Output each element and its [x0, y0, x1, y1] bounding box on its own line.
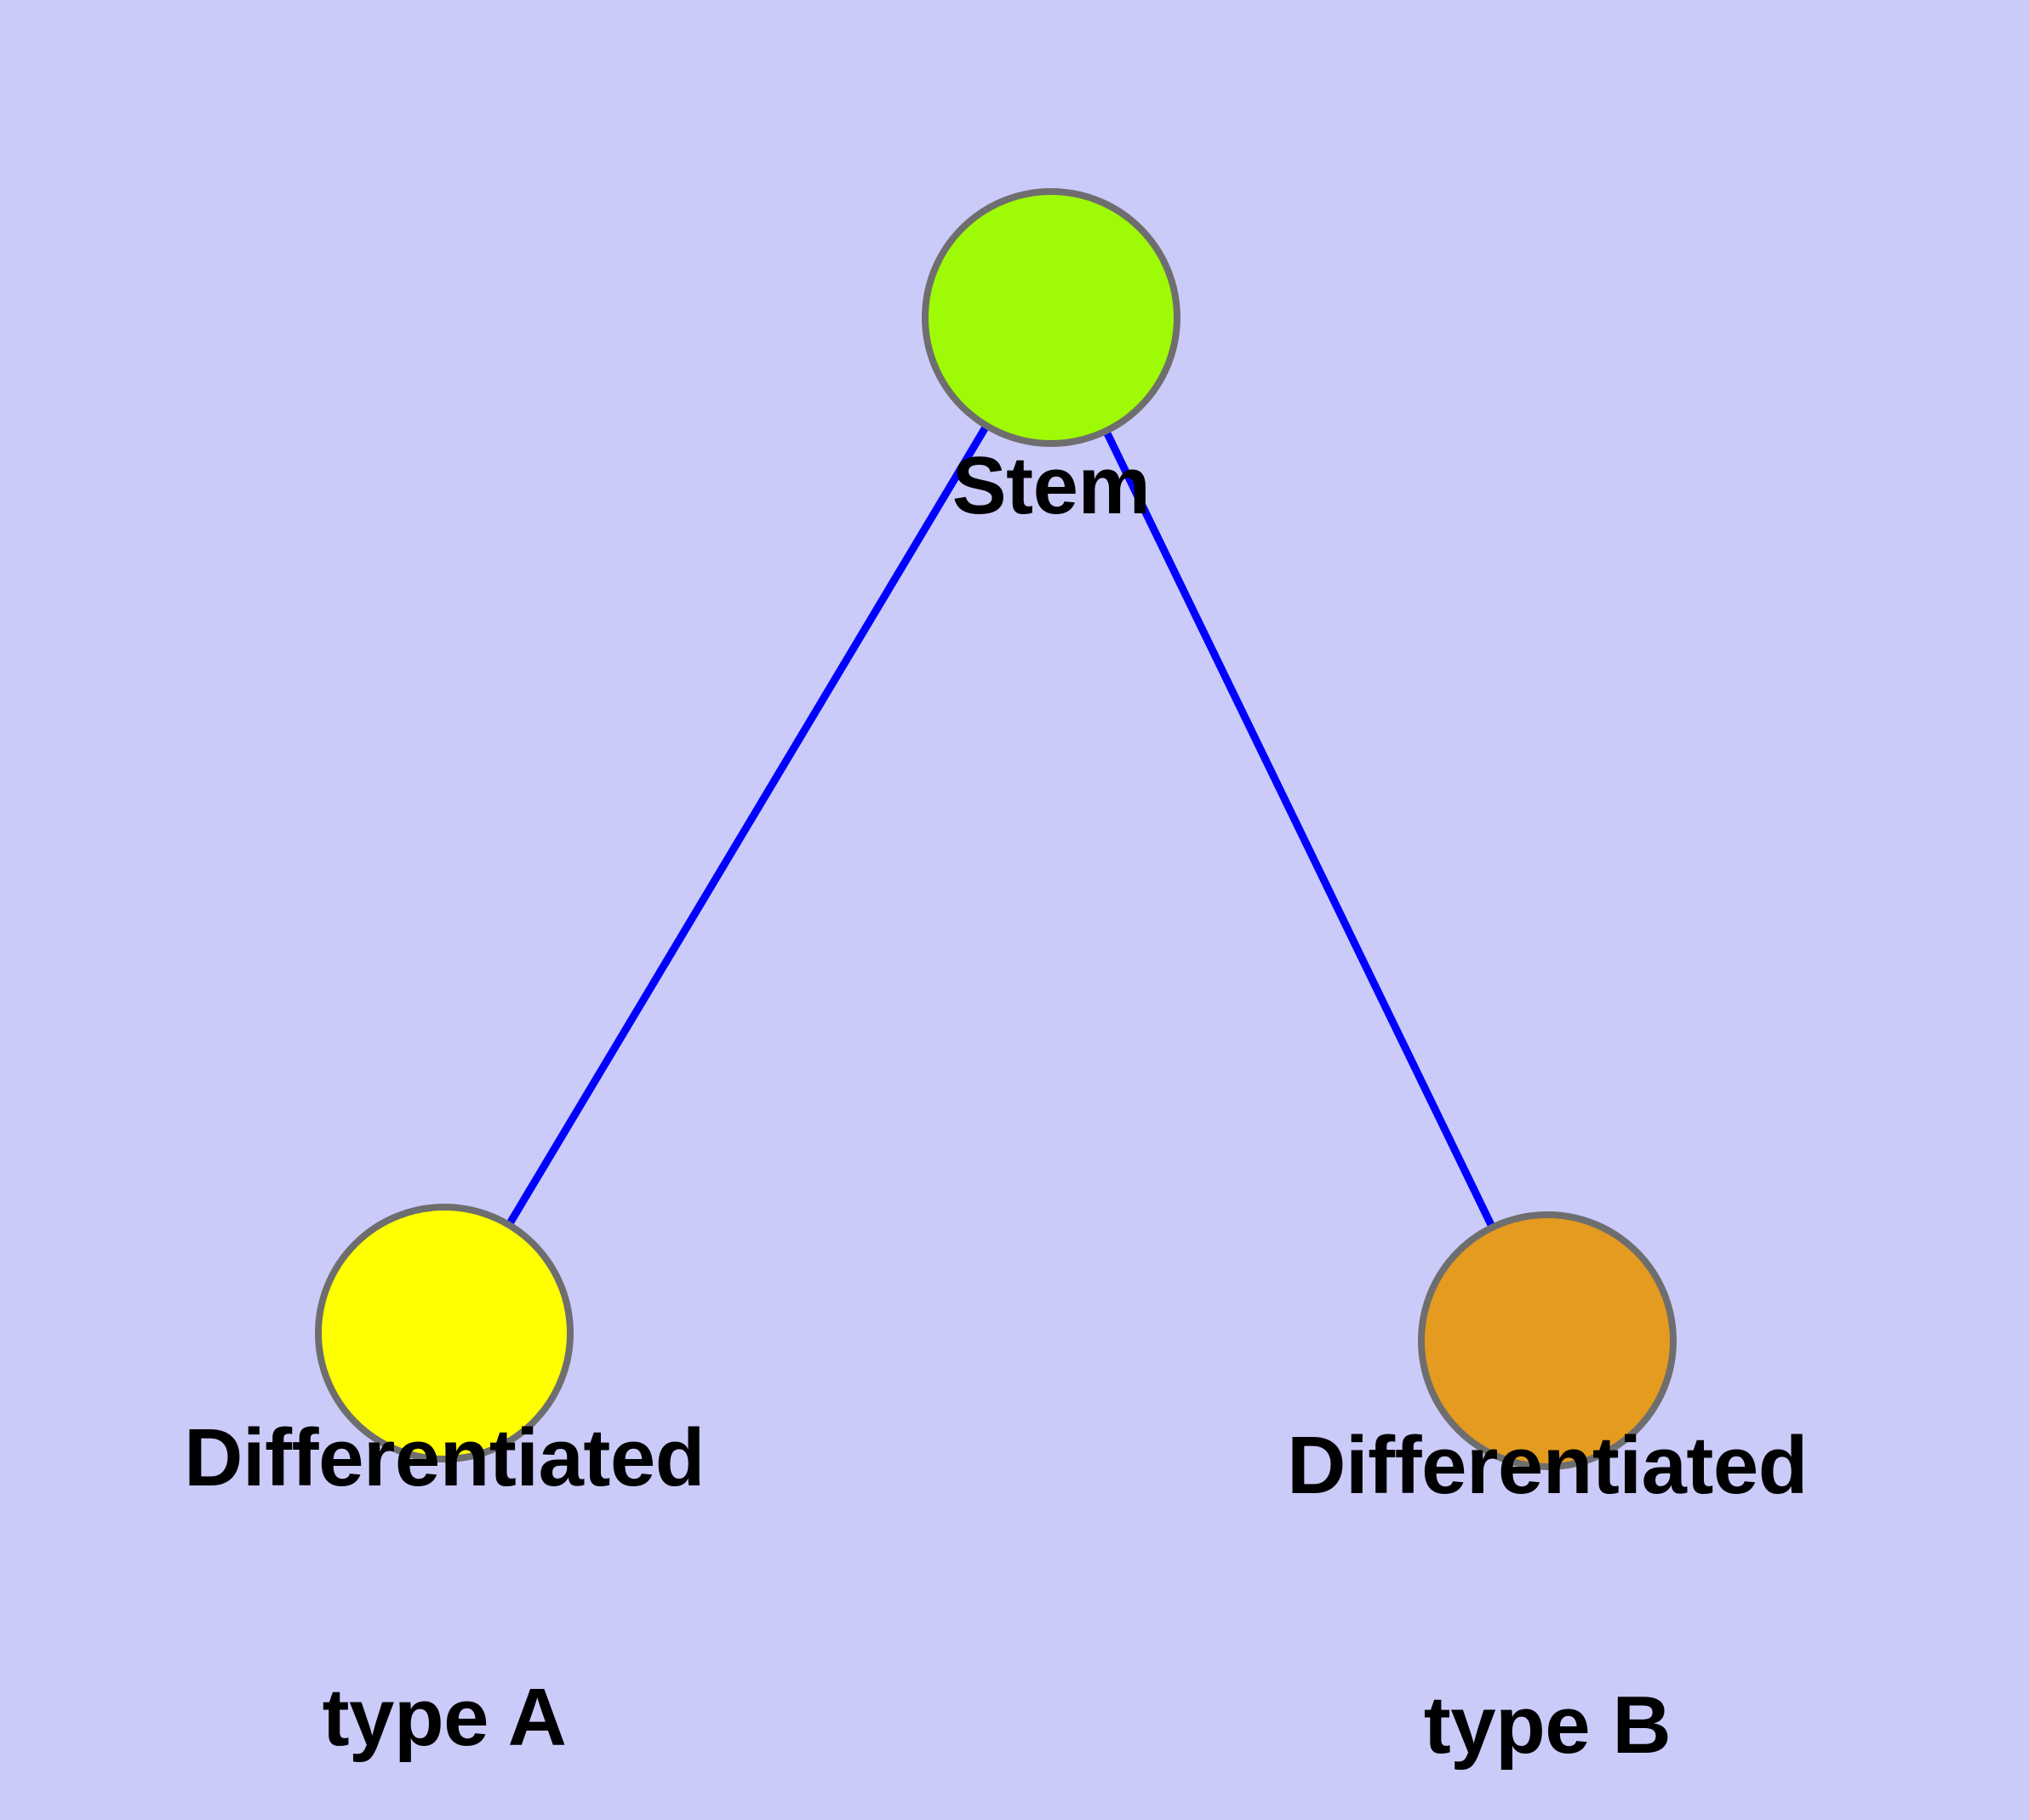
- node-differentiated-type-b[interactable]: [1418, 1211, 1677, 1470]
- edge-stem-to-differentiated-type-b[interactable]: [1047, 313, 1552, 1345]
- nodes-group: [315, 188, 1677, 1470]
- node-stem[interactable]: [922, 188, 1180, 447]
- node-differentiated-type-a[interactable]: [315, 1204, 574, 1462]
- edges-group: [440, 313, 1552, 1345]
- edge-stem-to-differentiated-type-a[interactable]: [440, 313, 1055, 1337]
